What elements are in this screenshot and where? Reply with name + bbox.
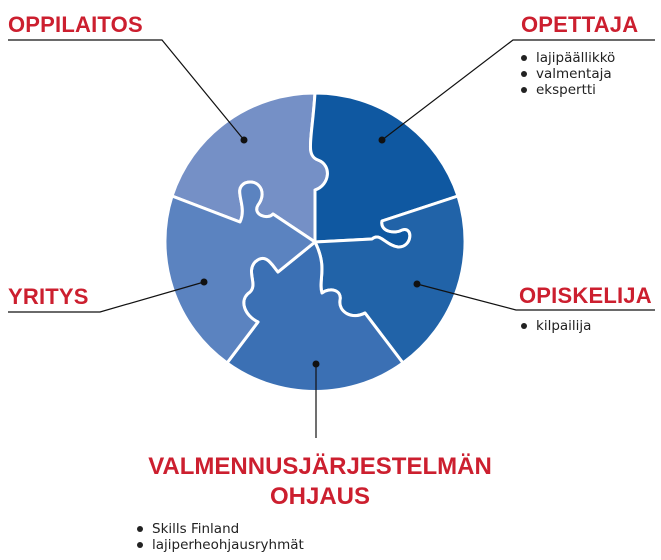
bullet-item: Skills Finland	[134, 521, 304, 537]
bullets-opiskelija: kilpailija	[518, 318, 591, 334]
label-valmennus-line2: OHJAUS	[269, 483, 371, 510]
connector-opiskelija	[416, 283, 655, 311]
bullets-valmennus: Skills Finland lajiperheohjausryhmät	[134, 521, 304, 553]
bullet-item: lajipäällikkö	[518, 50, 615, 66]
bullet-item: kilpailija	[518, 318, 591, 334]
label-opiskelija: OPISKELIJA	[519, 283, 652, 308]
label-opettaja: OPETTAJA	[521, 12, 639, 37]
bullet-item: ekspertti	[518, 82, 615, 98]
dot-valmennus	[312, 360, 320, 368]
puzzle-circle	[163, 91, 467, 393]
dot-yritys	[200, 278, 208, 286]
connector-yritys	[8, 281, 205, 313]
bullet-item: lajiperheohjausryhmät	[134, 537, 304, 553]
dot-opiskelija	[413, 280, 421, 288]
label-valmennus: VALMENNUSJÄRJESTELMÄN OHJAUS	[110, 452, 530, 512]
connector-opettaja	[381, 39, 655, 141]
puzzle-piece-yritys	[163, 180, 317, 365]
bullet-item: valmentaja	[518, 66, 615, 82]
label-valmennus-line1: VALMENNUSJÄRJESTELMÄN	[148, 453, 492, 480]
connector-oppilaitos	[8, 39, 245, 141]
dot-oppilaitos	[240, 136, 248, 144]
connector-dots	[200, 136, 421, 368]
bullets-opettaja: lajipäällikkö valmentaja ekspertti	[518, 50, 615, 98]
dot-opettaja	[378, 136, 386, 144]
connector-lines	[8, 39, 655, 438]
label-yritys: YRITYS	[8, 284, 89, 309]
label-oppilaitos: OPPILAITOS	[8, 12, 143, 37]
